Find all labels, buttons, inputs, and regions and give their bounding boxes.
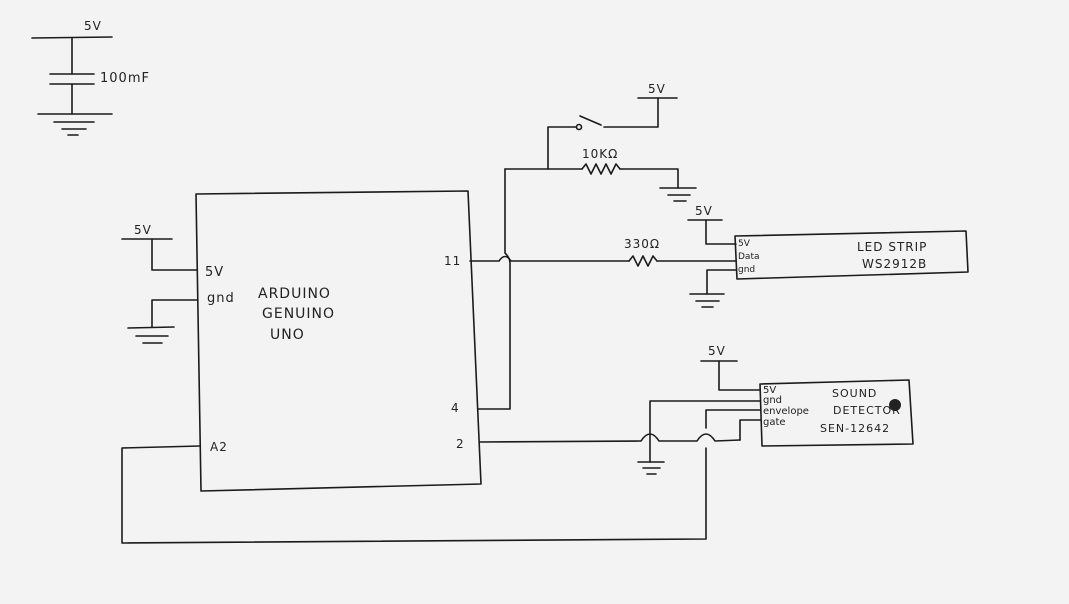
arduino-pin-11-label: 11 xyxy=(444,254,461,268)
sound-pin-gnd-label: gnd xyxy=(763,395,782,406)
switch-lever xyxy=(579,115,602,126)
arduino-pin-2-label: 2 xyxy=(456,437,465,451)
arduino-pin-5v-label: 5V xyxy=(205,265,224,280)
led-pin-data-label: Data xyxy=(738,252,760,262)
arduino-pin-a2-label: A2 xyxy=(210,440,228,454)
sound-detector: SOUND DETECTOR SEN-12642 5V gnd envelope… xyxy=(121,344,914,544)
wire-pin11 xyxy=(469,255,630,262)
cap-supply-label: 5V xyxy=(84,19,102,33)
arduino-board: ARDUINO GENUINO UNO 5V gnd 11 4 A2 2 xyxy=(195,190,482,492)
sound-title-line1: SOUND xyxy=(832,387,877,400)
sound-title-line3: SEN-12642 xyxy=(820,422,890,435)
switch-supply-label: 5V xyxy=(648,82,666,96)
arduino-supply-label: 5V xyxy=(134,223,152,237)
led-pin-5v-label: 5V xyxy=(738,239,751,249)
arduino-ground xyxy=(127,299,198,344)
cap-value-label: 100mF xyxy=(100,71,150,86)
sound-supply-label: 5V xyxy=(708,344,726,358)
arduino-pin-4-label: 4 xyxy=(451,401,460,415)
switch-contact xyxy=(575,123,583,131)
arduino-name-line3: UNO xyxy=(270,327,305,343)
arduino-outline xyxy=(195,190,482,492)
sound-pin-envelope-label: envelope xyxy=(763,406,809,417)
arduino-name-line2: GENUINO xyxy=(262,306,335,322)
resistor-10k-label: 10KΩ xyxy=(582,147,618,161)
sound-title-line2: DETECTOR xyxy=(833,404,901,417)
data-line: 330Ω xyxy=(469,237,737,267)
resistor-10k xyxy=(581,163,621,175)
decoupling-capacitor: 5V 100mF xyxy=(31,19,150,136)
led-pin-gnd-label: gnd xyxy=(738,265,755,275)
cap-ground-symbol xyxy=(37,113,113,136)
wire-gate-to-pin2 xyxy=(479,433,741,443)
arduino-5v-supply: 5V xyxy=(121,223,198,271)
wire-pin4 xyxy=(477,168,511,410)
led-strip-title-line2: WS2912B xyxy=(862,257,927,271)
led-strip-outline xyxy=(734,230,969,280)
sound-pin-5v-label: 5V xyxy=(763,385,776,396)
arduino-pin-gnd-label: gnd xyxy=(207,291,235,306)
switch-circuit: 5V 10KΩ xyxy=(477,82,697,410)
arduino-name-line1: ARDUINO xyxy=(258,286,331,302)
wire-envelope-to-a2 xyxy=(121,445,707,544)
microphone-dot-icon xyxy=(889,399,901,411)
led-strip-title-line1: LED STRIP xyxy=(857,240,927,254)
sound-detector-outline xyxy=(759,379,914,447)
resistor-330-label: 330Ω xyxy=(624,237,660,251)
led-supply-label: 5V xyxy=(695,204,713,218)
led-strip: LED STRIP WS2912B 5V Data gnd 5V xyxy=(687,204,969,308)
sound-pin-gate-label: gate xyxy=(763,417,786,428)
resistor-330 xyxy=(628,255,658,267)
